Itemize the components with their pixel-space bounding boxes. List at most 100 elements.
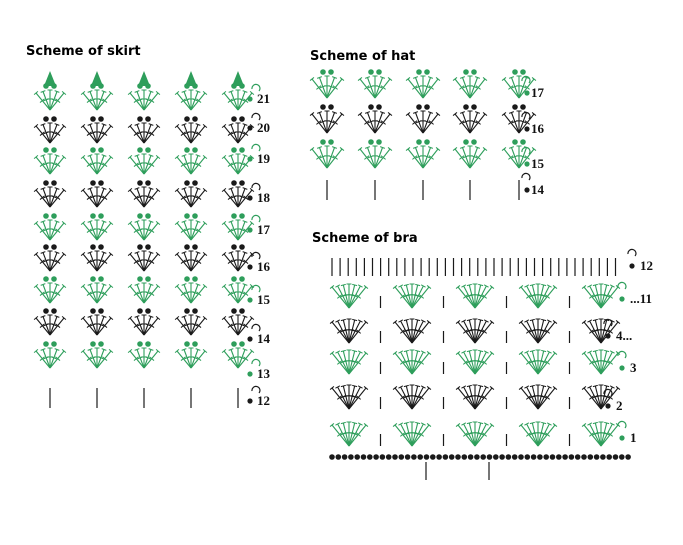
bra-fan-stitch [455,318,495,344]
chain-dot [98,180,104,186]
bra-fan-stitch [392,384,432,410]
chain-dot [471,69,477,75]
bra-row-number: 3 [630,360,637,375]
hat-fan-stitch [309,104,345,134]
chain-dot [619,365,625,371]
skirt-title: Scheme of skirt [26,44,141,59]
turning-chain [251,385,261,394]
hat-fan-stitch [357,139,393,169]
chain-dot [247,227,253,233]
chain-dot [404,454,411,460]
chain-dot [455,454,461,460]
turning-chain [251,112,261,121]
chain-dot [512,104,518,110]
chain-dot [320,139,326,145]
chain-dot [463,69,469,75]
skirt-fan-stitch [80,341,114,369]
chain-dot [231,83,237,89]
bra-fan-stitch [518,384,558,410]
chain-dot [98,341,104,347]
chain-dot [368,69,374,75]
skirt-fan-stitch [221,213,255,241]
chain-dot [90,180,96,186]
skirt-row-number: 15 [257,292,271,307]
chain-dot [231,180,237,186]
chain-dot [137,244,143,250]
skirt-fan-stitch [80,213,114,241]
chain-dot [556,454,562,460]
chain-dot [360,454,367,460]
chain-dot [51,341,57,347]
chain-dot [416,104,422,110]
skirt-fan-stitch [80,276,114,304]
skirt-fan-stitch [33,180,67,208]
bra-fan-stitch [581,384,621,410]
chain-dot [90,83,96,89]
chain-dot [239,308,245,314]
chain-dot [512,139,518,145]
chain-dot [43,276,49,282]
chain-dot [98,83,104,89]
turning-chain [521,146,531,155]
skirt-fan-stitch [33,244,67,272]
chain-dot [239,341,245,347]
chain-dot [328,69,334,75]
skirt-fan-stitch [221,341,255,369]
chain-dot [184,276,190,282]
turning-chain [617,350,627,359]
bra-fan-stitch [329,283,369,309]
turning-chain [627,248,637,257]
turning-chain [251,358,261,367]
chain-dot [335,454,342,460]
chain-dot [43,180,49,186]
chain-dot [619,454,625,460]
chain-dot [574,454,581,460]
chain-dot [587,454,594,460]
skirt-fan-stitch [174,276,208,304]
chain-dot [137,147,143,153]
skirt-fan-stitch [174,147,208,175]
chain-dot [231,276,237,282]
chain-dot [145,341,151,347]
chain-dot [320,69,326,75]
triangle-marker [185,71,197,86]
bra-fan-stitch [518,421,558,447]
chain-dot [320,104,326,110]
skirt-fan-stitch [80,83,114,111]
skirt-row-number: 13 [257,366,271,381]
chain-dot [524,126,530,132]
chain-dot [416,69,422,75]
skirt-fan-stitch [80,116,114,144]
chain-dot [145,83,151,89]
chain-dot [90,308,96,314]
chain-dot [512,69,518,75]
chain-dot [192,308,198,314]
chain-dot [392,454,398,460]
skirt-fan-stitch [174,116,208,144]
chain-dot [417,454,424,460]
chain-dot [328,104,334,110]
chain-dot [520,104,526,110]
chain-dot [471,104,477,110]
skirt-fan-stitch [174,308,208,336]
chain-dot [239,276,245,282]
chain-dot [520,69,526,75]
chain-dot [543,454,549,460]
skirt-fan-stitch [174,244,208,272]
hat-fan-stitch [452,104,488,134]
chain-dot [239,116,245,122]
skirt-fan-stitch [174,180,208,208]
chain-dot [43,83,49,89]
chain-dot [51,276,57,282]
chain-dot [518,454,524,460]
chain-dot [373,454,379,460]
skirt-fan-stitch [80,147,114,175]
chain-dot [430,454,436,460]
skirt-row-number: 21 [257,91,270,106]
skirt-fan-stitch [221,244,255,272]
chain-dot [605,333,611,339]
chain-dot [524,90,530,96]
chain-dot [231,147,237,153]
chain-dot [184,83,190,89]
